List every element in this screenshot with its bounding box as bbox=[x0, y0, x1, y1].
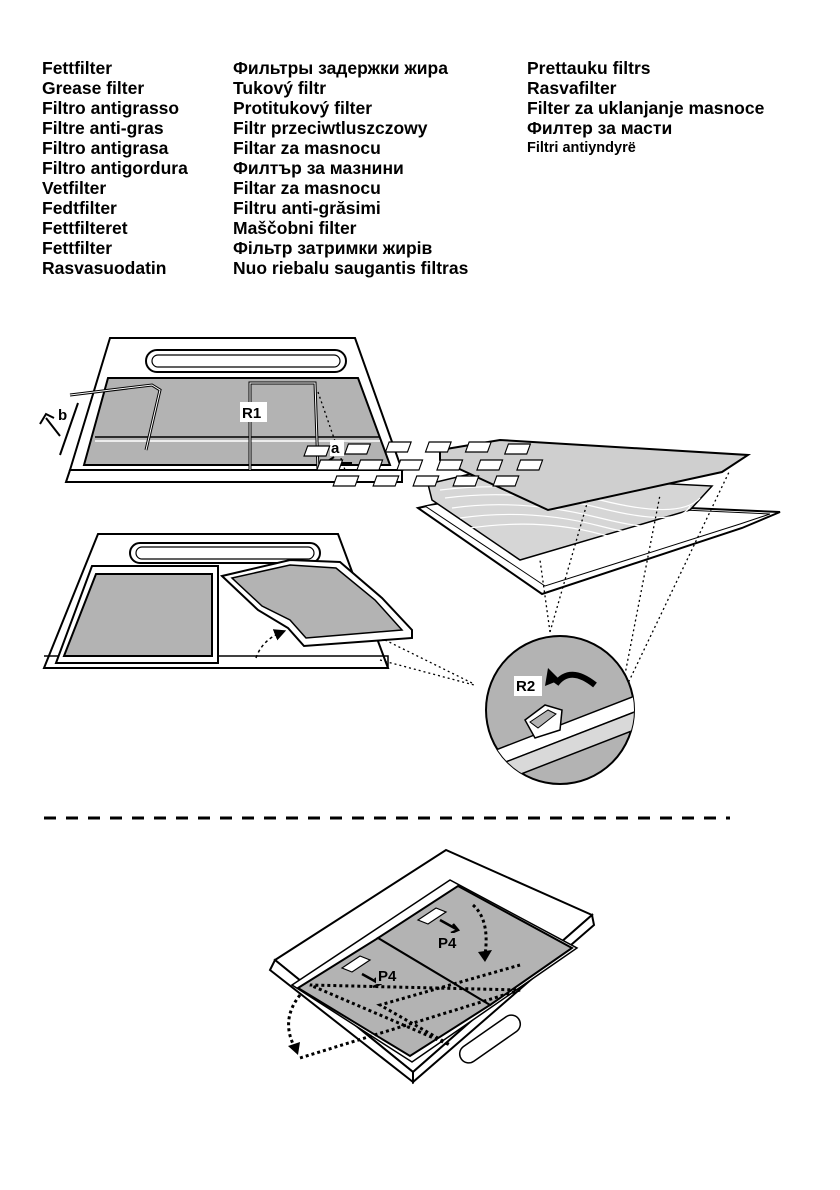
filter-layers-diagram bbox=[303, 438, 781, 701]
label-a: a bbox=[331, 440, 340, 457]
filter-term: Filter za uklanjanje masnoce bbox=[527, 98, 765, 118]
label-p4-top: P4 bbox=[438, 935, 457, 952]
filter-term: Rasvafilter bbox=[527, 78, 617, 98]
filter-term: Фильтры задержки жира bbox=[233, 58, 448, 78]
filter-term: Fettfilteret bbox=[42, 218, 128, 238]
filter-term: Filtar za masnocu bbox=[233, 178, 381, 198]
filter-term: Фільтр затримки жирів bbox=[233, 238, 433, 258]
filter-term: Nuo riebalu saugantis filtras bbox=[233, 258, 469, 278]
filter-term: Filtri antiyndyrë bbox=[527, 140, 636, 156]
filter-term: Rasvasuodatin bbox=[42, 258, 167, 278]
filter-term: Grease filter bbox=[42, 78, 145, 98]
filter-term: Prettauku filtrs bbox=[527, 58, 651, 78]
hood-diagram-middle bbox=[42, 533, 475, 686]
filter-term: Fettfilter bbox=[42, 58, 112, 78]
filter-term: Maščobni filter bbox=[233, 218, 357, 238]
label-r2: R2 bbox=[516, 678, 535, 695]
hood-diagram-top: R1 a b bbox=[39, 337, 404, 483]
filter-term: Filtru anti-grăsimi bbox=[233, 198, 381, 218]
language-column-1: Fettfilter Grease filter Filtro antigras… bbox=[42, 58, 188, 278]
label-b: b bbox=[58, 407, 67, 424]
filter-term: Vetfilter bbox=[42, 178, 107, 198]
filter-term: Филтър за мазнини bbox=[233, 158, 404, 178]
language-column-2: Фильтры задержки жира Tukový filtr Proti… bbox=[233, 58, 468, 278]
filter-term: Filtro antigordura bbox=[42, 158, 188, 178]
arrow-icon bbox=[439, 918, 461, 935]
label-p4-bottom: P4 bbox=[378, 968, 397, 985]
hood-diagram-bottom: P4 P4 bbox=[268, 848, 596, 1085]
filter-term: Tukový filtr bbox=[233, 78, 327, 98]
filter-term: Fettfilter bbox=[42, 238, 112, 258]
label-r1: R1 bbox=[242, 405, 261, 422]
filter-term: Protitukový filter bbox=[233, 98, 373, 118]
filter-term: Filtr przeciwtluszczowy bbox=[233, 118, 428, 138]
filter-term: Filtro antigrasso bbox=[42, 98, 180, 118]
filter-term: Filtre anti-gras bbox=[42, 118, 164, 138]
filter-term: Filtro antigrasa bbox=[42, 138, 169, 158]
filter-term: Fedtfilter bbox=[42, 198, 117, 218]
language-column-3: Prettauku filtrs Rasvafilter Filter za u… bbox=[527, 58, 764, 158]
filter-term: Филтер за масти bbox=[527, 118, 673, 138]
arrow-icon bbox=[39, 412, 61, 437]
filter-term: Filtar za masnocu bbox=[233, 138, 381, 158]
detail-magnifier: R2 bbox=[485, 635, 635, 785]
